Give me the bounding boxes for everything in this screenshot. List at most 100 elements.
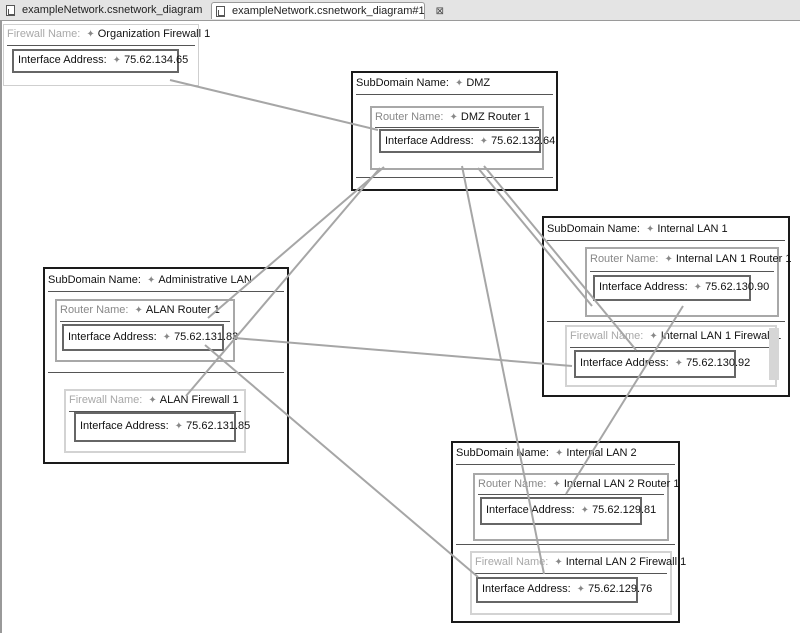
divider	[475, 573, 667, 574]
property-icon: ✦	[649, 331, 658, 342]
interface-address: 75.62.134.65	[124, 54, 189, 66]
subdomain-internal-lan-1[interactable]: SubDomain Name:✦Internal LAN 1 Router Na…	[542, 216, 791, 397]
firewall-name-label: Firewall Name:	[69, 394, 143, 406]
property-icon: ✦	[112, 55, 122, 66]
subdomain-name: Internal LAN 1	[657, 223, 728, 235]
divider	[356, 177, 553, 178]
property-icon: ✦	[576, 584, 586, 595]
property-icon: ✦	[693, 282, 703, 293]
interface-address-label: Interface Address:	[18, 54, 107, 66]
interface-address-label: Interface Address:	[482, 583, 571, 595]
router-node[interactable]: Router Name:✦ALAN Router 1 Interface Add…	[55, 299, 238, 362]
subdomain-name-label: SubDomain Name:	[456, 447, 549, 459]
property-icon: ✦	[449, 112, 458, 123]
vertical-scrollbar[interactable]	[769, 328, 779, 380]
firewall-node[interactable]: Firewall Name:✦Internal LAN 2 Firewall 1…	[470, 551, 686, 615]
divider	[356, 94, 553, 95]
interface-address: 75.62.131.85	[186, 420, 251, 432]
firewall-name-label: Firewall Name:	[570, 330, 644, 342]
interface-address-label: Interface Address:	[580, 357, 669, 369]
subdomain-dmz[interactable]: SubDomain Name:✦DMZ Router Name:✦DMZ Rou…	[351, 71, 558, 191]
interface-address: 75.62.131.83	[174, 331, 239, 343]
router-node[interactable]: Router Name:✦Internal LAN 1 Router 1 Int…	[585, 247, 791, 317]
property-icon: ✦	[580, 505, 590, 516]
interface-address: 75.62.129.76	[588, 583, 653, 595]
firewall-node[interactable]: Firewall Name:✦Internal LAN 1 Firewall 1…	[565, 325, 781, 387]
interface-node[interactable]: Interface Address: ✦75.62.129.76	[476, 577, 652, 603]
interface-address-label: Interface Address:	[385, 135, 474, 147]
interface-node[interactable]: Interface Address: ✦75.62.134.65	[12, 49, 188, 73]
divider	[547, 321, 785, 322]
firewall-name: ALAN Firewall 1	[159, 394, 239, 406]
tab-example-network-diagram[interactable]: exampleNetwork.csnetwork_diagram	[2, 2, 207, 19]
subdomain-name: Administrative LAN	[158, 274, 252, 286]
divider	[60, 321, 230, 322]
property-icon: ✦	[454, 78, 464, 89]
canvas-left-border	[0, 21, 2, 633]
subdomain-name-label: SubDomain Name:	[48, 274, 141, 286]
property-icon: ✦	[174, 421, 184, 432]
router-node[interactable]: Router Name: ✦DMZ Router 1 Interface Addr…	[370, 106, 555, 170]
org-firewall-node[interactable]: Firewall Name:✦Organization Firewall 1 I…	[3, 24, 210, 86]
subdomain-internal-lan-2[interactable]: SubDomain Name:✦Internal LAN 2 Router Na…	[451, 441, 686, 623]
tab-example-network-diagram-1[interactable]: exampleNetwork.csnetwork_diagram#1 ⊠	[211, 2, 444, 19]
diagram-file-icon	[6, 5, 15, 16]
interface-address: 75.62.132.64	[491, 135, 556, 147]
property-icon: ✦	[664, 254, 673, 265]
interface-address-label: Interface Address:	[599, 281, 688, 293]
firewall-name: Internal LAN 2 Firewall 1	[565, 556, 687, 568]
divider	[48, 372, 284, 373]
interface-address: 75.62.130.90	[705, 281, 770, 293]
firewall-node[interactable]: Firewall Name:✦ALAN Firewall 1 Interface…	[64, 389, 250, 453]
divider	[7, 45, 195, 46]
property-icon: ✦	[674, 358, 684, 369]
interface-node[interactable]: Interface Address: ✦75.62.129.81	[480, 497, 656, 525]
tab-label: exampleNetwork.csnetwork_diagram	[22, 4, 203, 16]
property-icon: ✦	[146, 275, 156, 286]
interface-address-label: Interface Address:	[80, 420, 169, 432]
divider	[590, 271, 774, 272]
interface-address: 75.62.130.92	[686, 357, 751, 369]
router-node[interactable]: Router Name:✦Internal LAN 2 Router 1 Int…	[473, 473, 679, 541]
subdomain-name-label: SubDomain Name:	[356, 77, 449, 89]
property-icon: ✦	[554, 448, 564, 459]
divider	[375, 127, 539, 128]
interface-address-label: Interface Address:	[68, 331, 157, 343]
close-tab-icon[interactable]: ⊠	[435, 6, 445, 17]
property-icon: ✦	[645, 224, 655, 235]
interface-node[interactable]: Interface Address: ✦75.62.130.90	[593, 275, 769, 301]
property-icon: ✦	[134, 305, 143, 316]
property-icon: ✦	[148, 395, 157, 406]
firewall-name-label: Firewall Name:	[475, 556, 549, 568]
divider	[547, 240, 785, 241]
interface-address-label: Interface Address:	[486, 504, 575, 516]
interface-node[interactable]: Interface Address:✦75.62.132.64	[379, 129, 555, 153]
router-name-label: Router Name:	[375, 111, 444, 123]
property-icon: ✦	[162, 332, 172, 343]
router-name-label: Router Name:	[478, 478, 547, 490]
divider	[456, 464, 675, 465]
router-name: Internal LAN 1 Router 1	[675, 253, 792, 265]
interface-node[interactable]: Interface Address: ✦75.62.131.85	[74, 412, 250, 442]
divider	[69, 411, 241, 412]
interface-node[interactable]: Interface Address: ✦75.62.130.92	[574, 350, 750, 378]
divider	[48, 291, 284, 292]
diagram-file-icon	[216, 6, 225, 17]
property-icon: ✦	[86, 29, 95, 40]
divider	[570, 347, 772, 348]
divider	[456, 544, 675, 545]
divider	[478, 494, 664, 495]
firewall-name: Internal LAN 1 Firewall 1	[660, 330, 782, 342]
firewall-name-label: Firewall Name:	[7, 28, 81, 40]
subdomain-name-label: SubDomain Name:	[547, 223, 640, 235]
editor-tab-bar: exampleNetwork.csnetwork_diagram example…	[0, 0, 800, 21]
router-name: ALAN Router 1	[145, 304, 220, 316]
property-icon: ✦	[554, 557, 563, 568]
interface-address: 75.62.129.81	[592, 504, 657, 516]
subdomain-administrative-lan[interactable]: SubDomain Name:✦Administrative LAN Route…	[43, 267, 289, 464]
interface-node[interactable]: Interface Address: ✦75.62.131.83	[62, 324, 238, 351]
property-icon: ✦	[552, 479, 561, 490]
router-name: DMZ Router 1	[460, 111, 530, 123]
subdomain-name: DMZ	[466, 77, 491, 89]
router-name: Internal LAN 2 Router 1	[563, 478, 680, 490]
